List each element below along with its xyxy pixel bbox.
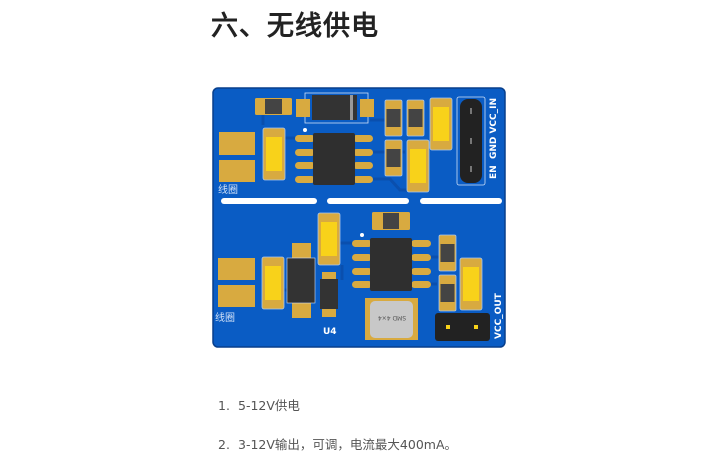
section-heading: 六、无线供电	[211, 11, 379, 42]
resistor-top	[255, 98, 292, 115]
chip-bottom	[352, 238, 431, 291]
diode-top	[296, 92, 374, 124]
pcb-board	[212, 87, 506, 348]
list-number: 2.	[218, 437, 230, 452]
regulator-u4	[320, 272, 338, 317]
pcb-image: 线圈 线圈 EN GND VCC_IN	[212, 87, 506, 348]
coil-label-bottom: 线圈	[215, 311, 235, 324]
list-text: 5-12V供电	[238, 398, 300, 413]
capacitor	[262, 127, 286, 181]
output-header-label: VCC_OUT	[494, 292, 504, 339]
resistor-bottom	[372, 212, 410, 230]
list-item: 1. 5-12V供电	[218, 395, 300, 414]
output-header	[435, 313, 490, 341]
input-header	[456, 96, 486, 186]
inductor-label: SMD 4×4	[378, 314, 406, 321]
diode-bottom	[286, 243, 316, 318]
coil-label-top: 线圈	[218, 183, 238, 196]
list-number: 1.	[218, 398, 230, 413]
inductor	[365, 298, 418, 340]
list-text: 3-12V输出，可调，电流最大400mA。	[238, 437, 458, 452]
chip-top	[295, 133, 373, 185]
regulator-label: U4	[323, 327, 337, 337]
input-header-label: EN GND VCC_IN	[489, 98, 499, 179]
coil-pads-top	[218, 132, 255, 307]
list-item: 2. 3-12V输出，可调，电流最大400mA。	[218, 434, 457, 453]
